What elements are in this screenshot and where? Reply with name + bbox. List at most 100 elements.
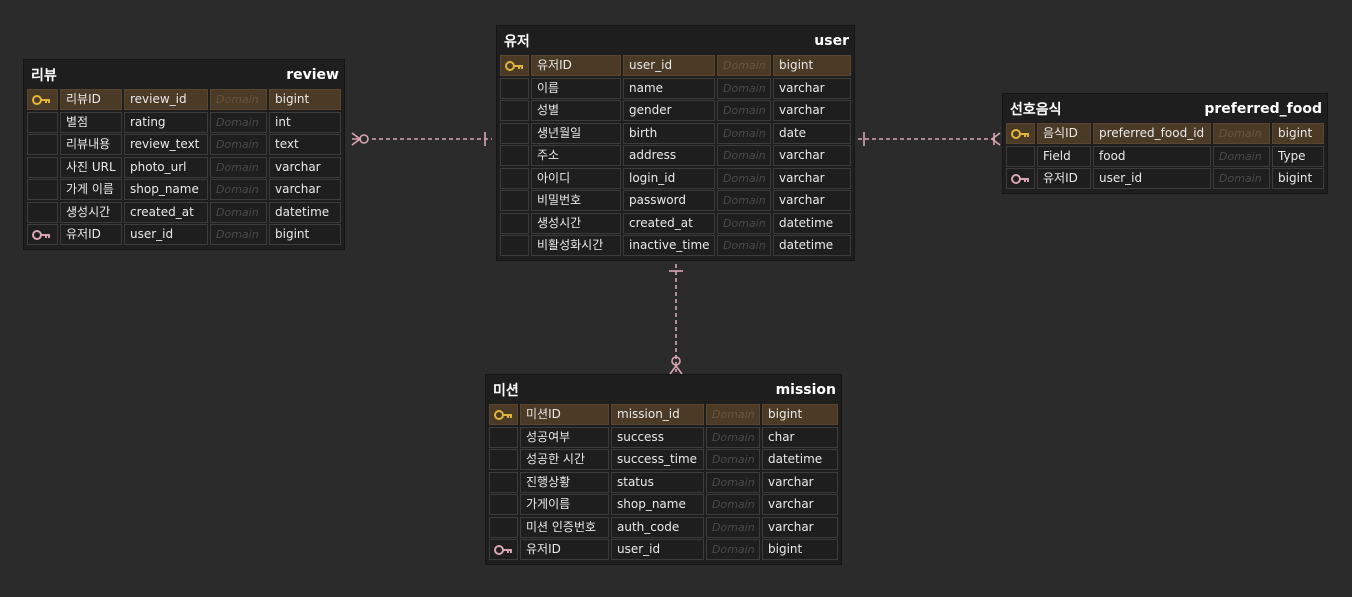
column-type[interactable]: char <box>762 426 838 448</box>
column-logical-name[interactable]: Field <box>1037 145 1091 167</box>
column-domain[interactable]: Domain <box>717 212 771 234</box>
column-domain[interactable]: Domain <box>706 494 760 515</box>
column-domain[interactable]: Domain <box>706 539 760 560</box>
column-type[interactable]: datetime <box>269 201 341 223</box>
column-type[interactable]: varchar <box>773 145 851 166</box>
column-domain[interactable]: Domain <box>706 404 760 425</box>
column-logical-name[interactable]: 리뷰ID <box>60 89 122 110</box>
column-logical-name[interactable]: 주소 <box>531 145 621 166</box>
column-physical-name[interactable]: created_at <box>623 212 715 234</box>
column-type[interactable]: datetime <box>773 212 851 234</box>
column-type[interactable]: varchar <box>762 516 838 538</box>
column-logical-name[interactable]: 성별 <box>531 100 621 121</box>
column-logical-name[interactable]: 비밀번호 <box>531 190 621 211</box>
entity-header[interactable]: 미션 mission <box>489 377 838 403</box>
entity-header[interactable]: 리뷰 review <box>27 62 341 88</box>
column-domain[interactable]: Domain <box>210 224 267 245</box>
column-physical-name[interactable]: user_id <box>124 224 208 245</box>
entity-header[interactable]: 선호음식 preferred_food <box>1006 96 1324 122</box>
column-physical-name[interactable]: user_id <box>623 55 715 76</box>
column-type[interactable]: Type <box>1272 145 1324 167</box>
column-logical-name[interactable]: 생성시간 <box>60 201 122 223</box>
column-logical-name[interactable]: 성공여부 <box>520 426 609 448</box>
column-domain[interactable]: Domain <box>706 449 760 470</box>
column-logical-name[interactable]: 비활성화시간 <box>531 235 621 256</box>
column-physical-name[interactable]: preferred_food_id <box>1093 123 1211 144</box>
column-logical-name[interactable]: 미션ID <box>520 404 609 425</box>
column-physical-name[interactable]: birth <box>623 122 715 144</box>
column-type[interactable]: bigint <box>762 404 838 425</box>
column-type[interactable]: bigint <box>773 55 851 76</box>
column-physical-name[interactable]: gender <box>623 100 715 121</box>
column-physical-name[interactable]: inactive_time <box>623 235 715 256</box>
column-physical-name[interactable]: success <box>611 426 704 448</box>
column-physical-name[interactable]: status <box>611 471 704 493</box>
column-domain[interactable]: Domain <box>210 179 267 200</box>
column-logical-name[interactable]: 아이디 <box>531 167 621 189</box>
column-domain[interactable]: Domain <box>717 167 771 189</box>
column-physical-name[interactable]: mission_id <box>611 404 704 425</box>
column-physical-name[interactable]: auth_code <box>611 516 704 538</box>
column-domain[interactable]: Domain <box>706 516 760 538</box>
column-logical-name[interactable]: 성공한 시간 <box>520 449 609 470</box>
column-logical-name[interactable]: 미션 인증번호 <box>520 516 609 538</box>
column-domain[interactable]: Domain <box>717 122 771 144</box>
column-domain[interactable]: Domain <box>717 190 771 211</box>
column-logical-name[interactable]: 가게 이름 <box>60 179 122 200</box>
column-type[interactable]: datetime <box>773 235 851 256</box>
column-domain[interactable]: Domain <box>1213 168 1270 189</box>
column-type[interactable]: varchar <box>762 494 838 515</box>
column-physical-name[interactable]: login_id <box>623 167 715 189</box>
column-logical-name[interactable]: 별점 <box>60 111 122 133</box>
column-physical-name[interactable]: created_at <box>124 201 208 223</box>
column-type[interactable]: bigint <box>1272 123 1324 144</box>
column-physical-name[interactable]: address <box>623 145 715 166</box>
column-logical-name[interactable]: 유저ID <box>1037 168 1091 189</box>
column-physical-name[interactable]: user_id <box>611 539 704 560</box>
column-domain[interactable]: Domain <box>1213 123 1270 144</box>
column-logical-name[interactable]: 이름 <box>531 77 621 99</box>
column-type[interactable]: bigint <box>762 539 838 560</box>
column-physical-name[interactable]: photo_url <box>124 156 208 178</box>
column-logical-name[interactable]: 진행상황 <box>520 471 609 493</box>
column-type[interactable]: datetime <box>762 449 838 470</box>
column-domain[interactable]: Domain <box>210 111 267 133</box>
entity-header[interactable]: 유저 user <box>500 28 851 54</box>
column-logical-name[interactable]: 유저ID <box>520 539 609 560</box>
column-type[interactable]: varchar <box>773 100 851 121</box>
column-domain[interactable]: Domain <box>210 156 267 178</box>
column-logical-name[interactable]: 음식ID <box>1037 123 1091 144</box>
column-domain[interactable]: Domain <box>210 134 267 155</box>
column-type[interactable]: varchar <box>773 77 851 99</box>
column-logical-name[interactable]: 유저ID <box>531 55 621 76</box>
column-logical-name[interactable]: 사진 URL <box>60 156 122 178</box>
column-domain[interactable]: Domain <box>210 89 267 110</box>
column-type[interactable]: int <box>269 111 341 133</box>
column-type[interactable]: varchar <box>773 167 851 189</box>
column-type[interactable]: varchar <box>269 179 341 200</box>
column-physical-name[interactable]: review_id <box>124 89 208 110</box>
